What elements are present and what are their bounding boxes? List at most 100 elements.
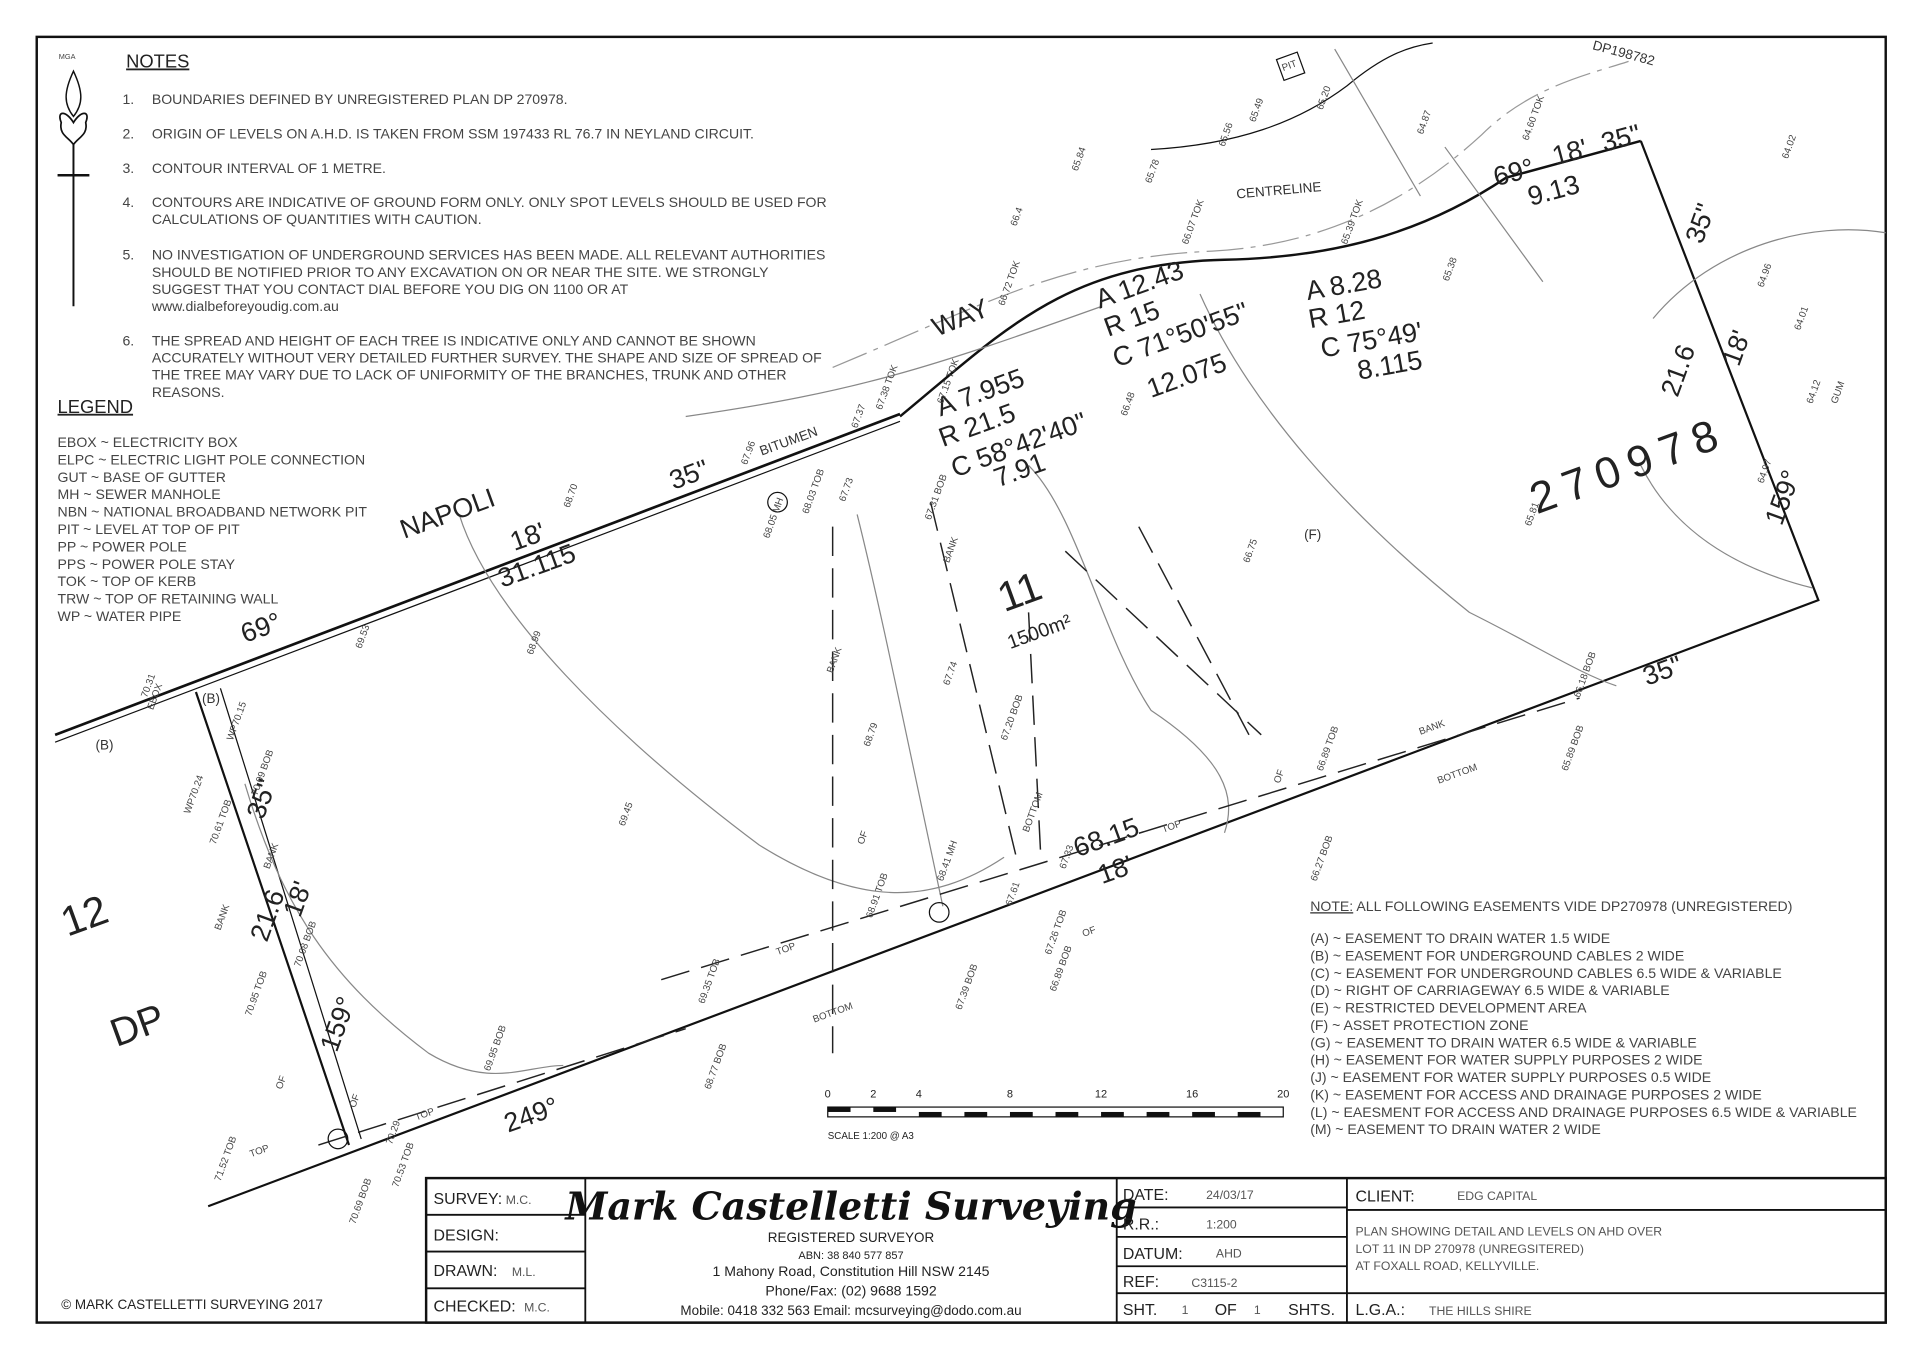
spot-level: 64.01 [1792, 305, 1811, 332]
svg-text:NOTES: NOTES [126, 50, 189, 71]
scale-segment [918, 1111, 942, 1117]
scale-segment [873, 1107, 897, 1112]
spot-level: 66.07 TOK [1180, 198, 1207, 246]
svg-text:35": 35" [1639, 650, 1686, 692]
svg-text:5.: 5. [122, 247, 134, 263]
feature-label: BANK [825, 645, 845, 674]
svg-text:68.15: 68.15 [1069, 812, 1143, 863]
svg-text:NO INVESTIGATION OF UNDERGROUN: NO INVESTIGATION OF UNDERGROUND SERVICES… [152, 247, 826, 263]
spot-level: 66.89 TOB [1315, 724, 1342, 772]
scale-segment [1055, 1111, 1079, 1117]
legend-item: PIT ~ LEVEL AT TOP OF PIT [58, 521, 241, 537]
svg-text:CONTOURS ARE INDICATIVE OF GRO: CONTOURS ARE INDICATIVE OF GROUND FORM O… [152, 194, 827, 210]
spot-level: 67.20 BOB [999, 693, 1026, 742]
spot-level: 68.03 TOB [801, 467, 828, 515]
spot-level: 64.02 [1780, 134, 1799, 161]
scale-segment [827, 1107, 851, 1112]
svg-text:(B): (B) [202, 691, 220, 706]
svg-text:LEGEND: LEGEND [58, 396, 134, 417]
title-block: SURVEY:M.C. DESIGN: DRAWN:M.L. CHECKED:M… [424, 1176, 1887, 1324]
spot-level: 67.61 [1004, 881, 1023, 908]
svg-text:ORIGIN OF LEVELS ON A.H.D. IS: ORIGIN OF LEVELS ON A.H.D. IS TAKEN FROM… [152, 126, 754, 142]
easement-item: (G) ~ EASEMENT TO DRAIN WATER 6.5 WIDE &… [1310, 1034, 1697, 1050]
svg-text:OF: OF [1215, 1302, 1237, 1319]
spot-level: 64.60 TOK [1521, 94, 1548, 142]
pit-icon [1275, 51, 1306, 82]
easement-item: (C) ~ EASEMENT FOR UNDERGROUND CABLES 6.… [1310, 965, 1782, 981]
svg-text:1.: 1. [122, 91, 134, 107]
svg-text:(B): (B) [96, 738, 114, 753]
svg-text:SUGGEST THAT YOU CONTACT DIAL: SUGGEST THAT YOU CONTACT DIAL BEFORE YOU… [152, 281, 629, 297]
scale-segment [1009, 1111, 1033, 1117]
svg-text:M.C.: M.C. [524, 1301, 550, 1315]
company-logo: Mark Castelletti Surveying [563, 1184, 1136, 1229]
spot-level: 69.53 [354, 623, 373, 650]
spot-level: 64.96 [1756, 262, 1775, 289]
spot-level: 67.96 [739, 439, 758, 466]
svg-text:35": 35" [1679, 200, 1721, 247]
svg-text:LOT 11 IN DP 270978 (UNREGSITE: LOT 11 IN DP 270978 (UNREGSITERED) [1356, 1242, 1584, 1256]
spot-level: 69.45 [617, 800, 636, 827]
legend-item: MH ~ SEWER MANHOLE [58, 486, 221, 502]
feature-label: BANK [213, 903, 233, 932]
svg-text:PLAN SHOWING DETAIL AND LEVELS: PLAN SHOWING DETAIL AND LEVELS ON AHD OV… [1356, 1225, 1663, 1239]
spot-level: 67.33 [1058, 843, 1077, 870]
svg-text:(F): (F) [1304, 527, 1321, 542]
north-arrow-icon: MGA [57, 52, 90, 307]
svg-text:CHECKED:: CHECKED: [433, 1299, 515, 1316]
spot-level: 66.72 TOK [997, 259, 1024, 307]
spot-level: 65.78 [1144, 158, 1163, 185]
spot-level: 68.99 [525, 629, 544, 656]
legend-item: TRW ~ TOP OF RETAINING WALL [58, 591, 279, 607]
feature-label: TOP [775, 941, 798, 958]
svg-text:159°: 159° [314, 993, 361, 1056]
spot-level: 66.75 [1241, 537, 1260, 564]
svg-text:12: 12 [54, 885, 114, 945]
svg-text:THE TREE MAY VARY DUE TO LACK: THE TREE MAY VARY DUE TO LACK OF UNIFORM… [152, 367, 787, 383]
svg-text:M.C.: M.C. [506, 1193, 532, 1207]
scale-segment [1101, 1111, 1124, 1117]
svg-text:1: 1 [1182, 1303, 1189, 1317]
svg-text:Phone/Fax: (02) 9688 1592: Phone/Fax: (02) 9688 1592 [765, 1283, 937, 1299]
feature-label: OF [856, 830, 871, 847]
svg-text:AHD: AHD [1216, 1247, 1242, 1261]
svg-text:THE HILLS SHIRE: THE HILLS SHIRE [1429, 1304, 1532, 1318]
spot-level: 68.41 MH [935, 839, 960, 883]
svg-text:BITUMEN: BITUMEN [758, 424, 820, 459]
spot-level: 67.74 [941, 660, 960, 687]
svg-text:C3115-2: C3115-2 [1191, 1276, 1237, 1290]
svg-text:ABN: 38 840 577 857: ABN: 38 840 577 857 [798, 1250, 903, 1262]
svg-text:4.: 4. [122, 194, 134, 210]
feature-label: BANK [262, 841, 282, 870]
svg-text:BOUNDARIES DEFINED BY UNREGIST: BOUNDARIES DEFINED BY UNREGISTERED PLAN … [152, 91, 568, 107]
svg-text:18': 18' [1094, 850, 1137, 890]
svg-text:DATUM:: DATUM: [1123, 1246, 1183, 1263]
svg-text:R.R.:: R.R.: [1123, 1217, 1159, 1234]
svg-text:24/03/17: 24/03/17 [1206, 1188, 1254, 1202]
scale-segment [964, 1111, 988, 1117]
legend-item: NBN ~ NATIONAL BROADBAND NETWORK PIT [58, 504, 368, 520]
svg-text:SHOULD BE NOTIFIED PRIOR TO AN: SHOULD BE NOTIFIED PRIOR TO ANY EXCAVATI… [152, 264, 769, 280]
spot-level: 64.12 [1805, 378, 1824, 405]
svg-text:SHTS.: SHTS. [1288, 1302, 1335, 1319]
svg-text:MGA: MGA [59, 52, 76, 61]
easement-item: (L) ~ EAESMENT FOR ACCESS AND DRAINAGE P… [1310, 1104, 1857, 1120]
feature-label: GUM [1829, 380, 1847, 405]
spot-level: 65.89 BOB [1560, 723, 1587, 772]
feature-label: BOTTOM [1436, 762, 1479, 787]
plan-linework [54, 42, 1886, 1208]
feature-label: OF [348, 1093, 363, 1110]
svg-text:3.: 3. [122, 160, 134, 176]
svg-text:2.: 2. [122, 126, 134, 142]
easement-item: (B) ~ EASEMENT FOR UNDERGROUND CABLES 2 … [1310, 947, 1684, 963]
scale-tick-label: 12 [1095, 1088, 1107, 1100]
spot-level: 65.49 [1248, 97, 1267, 124]
spot-level: 68.79 [862, 721, 881, 748]
svg-text:NOTE: ALL FOLLOWING EASEMENTS: NOTE: ALL FOLLOWING EASEMENTS VIDE DP270… [1310, 898, 1792, 914]
legend-item: PPS ~ POWER POLE STAY [58, 556, 236, 572]
feature-label: OF [274, 1074, 289, 1091]
spot-level: 69.35 TOB [697, 957, 724, 1005]
easement-item: (E) ~ RESTRICTED DEVELOPMENT AREA [1310, 1000, 1587, 1016]
